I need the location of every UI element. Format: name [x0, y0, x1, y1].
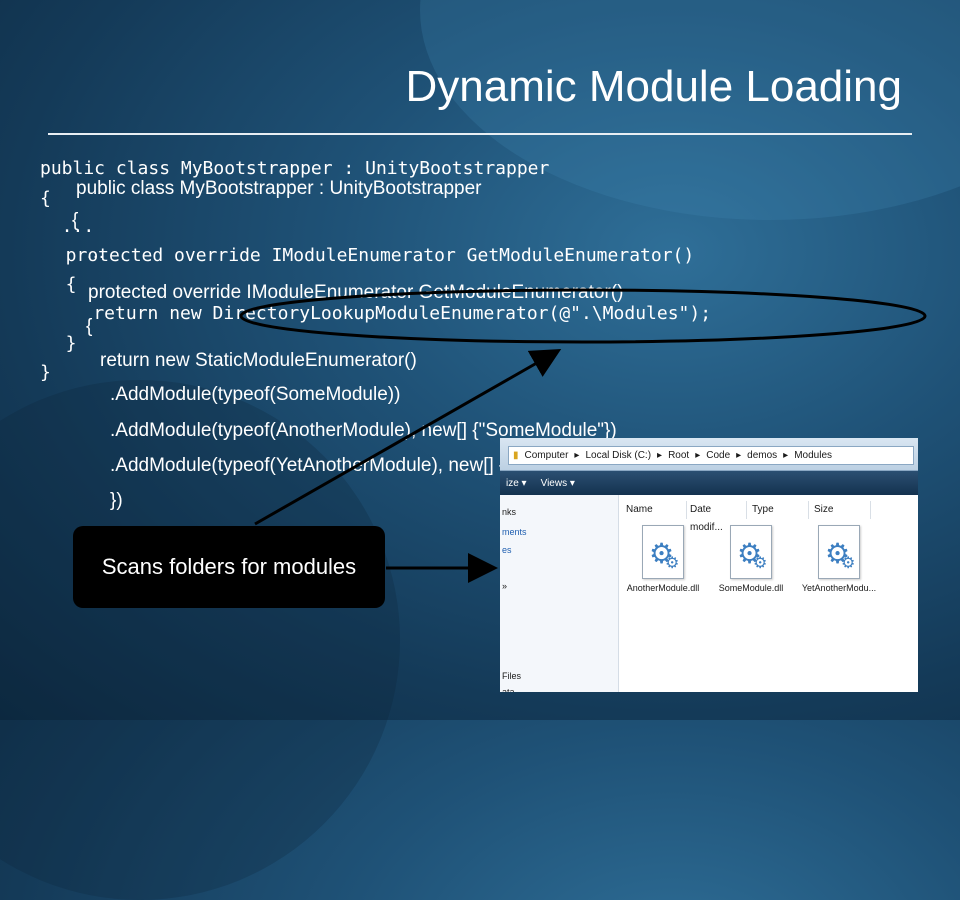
file-explorer-window: ▮ Computer▸ Local Disk (C:)▸ Root▸ Code▸…: [500, 438, 918, 692]
organize-button[interactable]: ize ▾: [506, 477, 527, 489]
dll-file-icon: ⚙⚙: [730, 525, 772, 579]
nav-item[interactable]: »: [502, 581, 508, 591]
code-line-overlay: public class MyBootstrapper : UnityBoots…: [76, 178, 482, 199]
address-bar: ▮ Computer▸ Local Disk (C:)▸ Root▸ Code▸…: [500, 438, 918, 471]
folder-icon: ▮: [513, 450, 519, 461]
file-item[interactable]: ⚙⚙ SomeModule.dll: [708, 525, 794, 593]
code-line-overlay: }): [110, 490, 123, 511]
dll-file-icon: ⚙⚙: [642, 525, 684, 579]
nav-item[interactable]: ments: [502, 527, 527, 537]
file-item[interactable]: ⚙⚙ YetAnotherModu...: [796, 525, 882, 593]
explorer-toolbar: ize ▾ Views ▾: [500, 471, 918, 495]
code-line: ...: [40, 216, 95, 237]
file-list: Name Date modif... Type Size ⚙⚙ AnotherM…: [620, 495, 918, 692]
file-name: YetAnotherModu...: [801, 583, 877, 593]
code-line-overlay: .AddModule(typeof(SomeModule)): [110, 384, 401, 405]
callout-box: Scans folders for modules: [73, 526, 385, 608]
nav-item[interactable]: es: [502, 545, 512, 555]
navigation-pane: nks ments es » Files ata: [500, 495, 619, 692]
code-line: public class MyBootstrapper : UnityBoots…: [40, 158, 550, 179]
column-header-size[interactable]: Size: [810, 501, 871, 519]
code-line: {: [40, 188, 51, 209]
slide-title: Dynamic Module Loading: [405, 62, 902, 111]
column-header-type[interactable]: Type: [748, 501, 809, 519]
code-line: }: [40, 362, 51, 383]
nav-item[interactable]: nks: [502, 507, 517, 517]
code-line: return new DirectoryLookupModuleEnumerat…: [50, 303, 712, 324]
breadcrumb-item[interactable]: Local Disk (C:): [585, 450, 652, 461]
breadcrumb-item[interactable]: Code: [706, 450, 731, 461]
code-line-overlay: {: [86, 316, 93, 337]
nav-item[interactable]: ata: [502, 687, 515, 692]
code-line-overlay: protected override IModuleEnumerator Get…: [88, 282, 624, 303]
file-name: SomeModule.dll: [718, 583, 784, 593]
file-item[interactable]: ⚙⚙ AnotherModule.dll: [620, 525, 706, 593]
breadcrumb-item[interactable]: Modules: [794, 450, 833, 461]
column-header-date[interactable]: Date modif...: [686, 501, 747, 533]
code-line: protected override IModuleEnumerator Get…: [44, 245, 695, 266]
callout-text: Scans folders for modules: [101, 554, 357, 579]
breadcrumb-item[interactable]: Computer: [524, 450, 569, 461]
column-header-name[interactable]: Name: [622, 501, 687, 519]
code-line-overlay: {: [72, 210, 79, 231]
breadcrumb-item[interactable]: Root: [668, 450, 690, 461]
file-name: AnotherModule.dll: [626, 583, 700, 593]
code-line: }: [44, 333, 77, 354]
dll-file-icon: ⚙⚙: [818, 525, 860, 579]
nav-item[interactable]: Files: [502, 671, 522, 681]
breadcrumb-item[interactable]: demos: [747, 450, 778, 461]
title-divider: [48, 133, 912, 135]
code-line-overlay: return new StaticModuleEnumerator(): [100, 350, 417, 371]
code-line-overlay: …: [86, 242, 105, 263]
views-button[interactable]: Views ▾: [540, 477, 575, 489]
code-line: {: [44, 274, 77, 295]
breadcrumb[interactable]: ▮ Computer▸ Local Disk (C:)▸ Root▸ Code▸…: [508, 446, 914, 465]
